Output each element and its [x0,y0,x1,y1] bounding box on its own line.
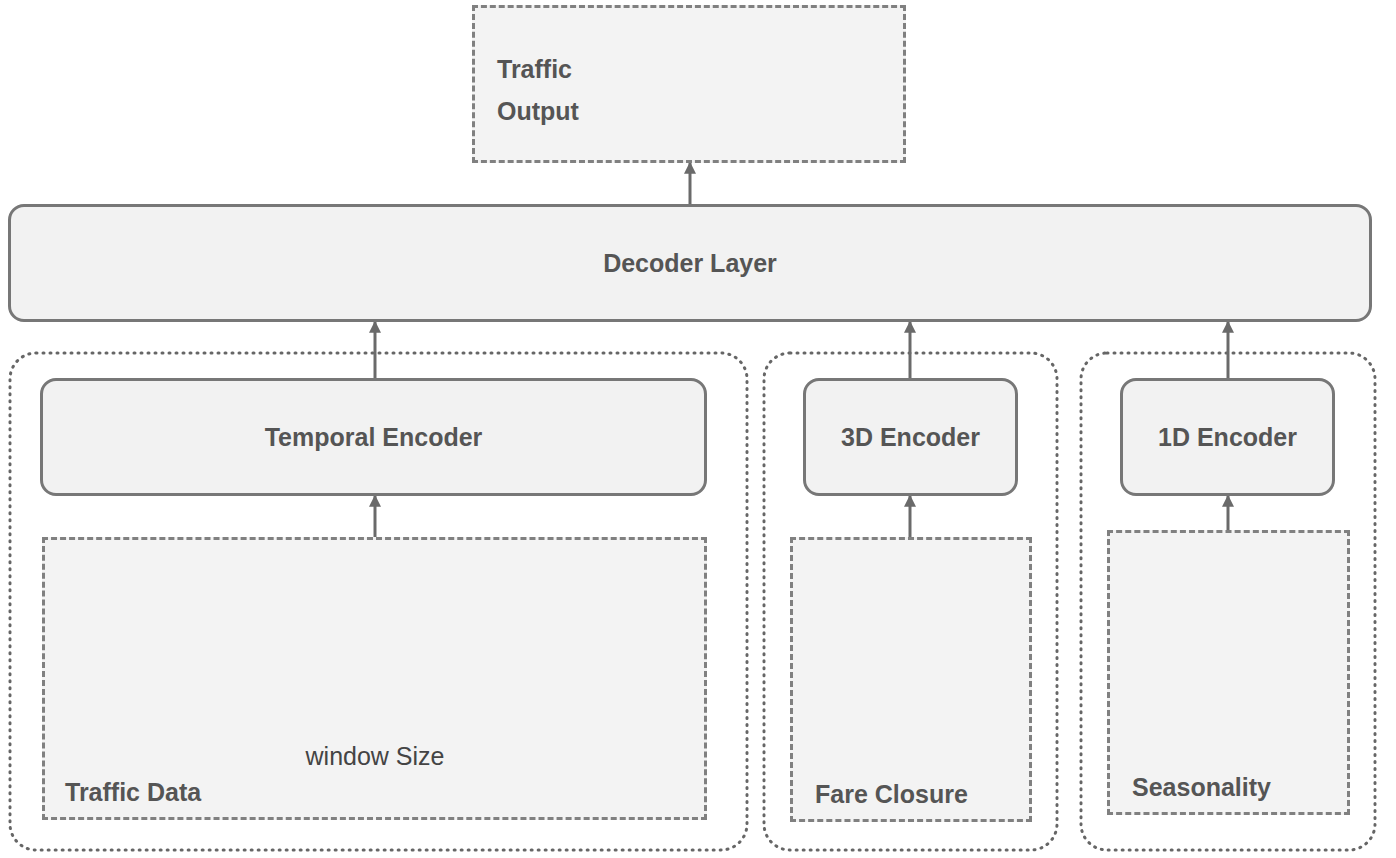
input-box: Seasonality [1107,530,1350,815]
node-label: Temporal Encoder [265,423,483,452]
flow-arrow [1227,322,1230,378]
group-outline [10,353,747,850]
flow-arrow [374,496,377,537]
flow-arrow [909,322,912,378]
group-outline [764,353,1057,850]
node-label: 1D Encoder [1158,423,1297,452]
input-box: Fare Closure [790,537,1032,822]
input-box: Traffic Data [42,537,707,820]
node-label: 3D Encoder [841,423,980,452]
output-box: Traffic Output [472,5,906,163]
flow-arrow [374,322,377,378]
flow-arrow [909,496,912,537]
node-label: Traffic Data [65,778,201,807]
encoder-box: 1D Encoder [1120,378,1335,496]
decoder-box: Decoder Layer [8,204,1372,322]
group-outline [1081,353,1375,850]
encoder-box: 3D Encoder [803,378,1018,496]
node-label: Traffic Output [497,48,612,132]
flow-arrow [1227,496,1230,530]
node-label: Decoder Layer [603,249,777,278]
node-label: Fare Closure [815,780,968,809]
flow-arrow [689,163,692,204]
node-label: Seasonality [1132,773,1271,802]
encoder-box: Temporal Encoder [40,378,707,496]
brace-label: window Size [303,742,448,771]
